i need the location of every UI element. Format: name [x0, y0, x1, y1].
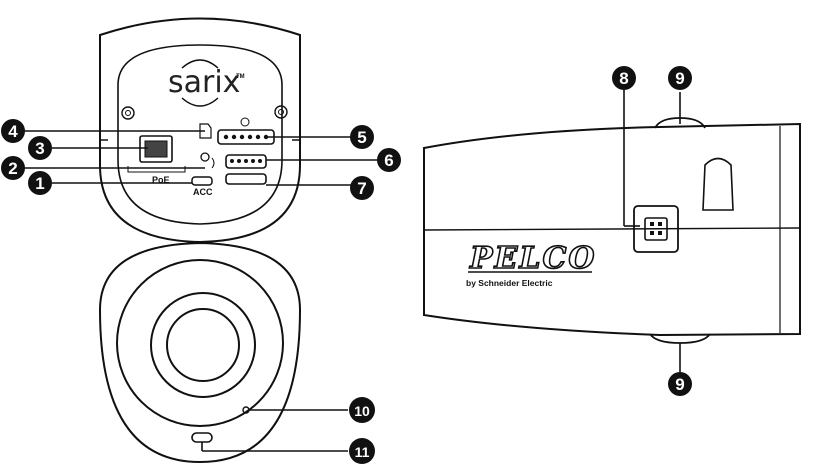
- svg-text:1: 1: [35, 174, 44, 193]
- reset-button: [200, 152, 210, 162]
- callout-4: 4: [1, 119, 25, 143]
- svg-text:9: 9: [675, 375, 684, 394]
- side-connector-inner: [644, 217, 668, 241]
- callout-10: 10: [349, 397, 375, 423]
- side-connector-outer: [633, 205, 679, 253]
- callout-leaders: [24, 90, 681, 452]
- side-connector-pins: [650, 222, 662, 235]
- callout-8: 8: [612, 66, 636, 90]
- svg-text:4: 4: [8, 122, 18, 141]
- sarix-logo-text: sarix: [168, 65, 240, 100]
- micro-usb-port: [191, 176, 213, 186]
- svg-text:7: 7: [357, 179, 366, 198]
- sarix-logo-arc-top: [181, 59, 219, 69]
- ground-symbol: [240, 117, 250, 127]
- pelco-subtitle: by Schneider Electric: [466, 278, 553, 288]
- svg-text:6: 6: [384, 151, 393, 170]
- lens-outer-ring: [116, 259, 284, 427]
- svg-text:3: 3: [35, 139, 44, 158]
- poe-bracket: [127, 166, 186, 173]
- sarix-logo-arc-bottom: [181, 97, 219, 107]
- svg-text:9: 9: [675, 69, 684, 88]
- alarm-terminal-block: [225, 154, 267, 169]
- screw-left-inner: [125, 110, 131, 116]
- lens-glass: [166, 308, 240, 382]
- side-seam-line: [423, 227, 801, 231]
- svg-text:2: 2: [8, 159, 17, 178]
- callout-6: 6: [377, 148, 401, 172]
- callout-2: 2: [1, 156, 25, 180]
- analog-connector: [225, 173, 267, 185]
- screw-right-inner: [278, 109, 284, 115]
- front-view: [98, 241, 302, 464]
- lens-mid-ring: [150, 292, 256, 398]
- callout-9-bottom: 9: [668, 372, 692, 396]
- svg-text:10: 10: [354, 403, 370, 419]
- acc-label: ACC: [193, 187, 213, 197]
- terminal-pins: [223, 134, 269, 163]
- alarm-symbol: [211, 157, 215, 169]
- svg-text:11: 11: [355, 444, 370, 460]
- callout-9-top: 9: [668, 66, 692, 90]
- front-housing-outline: [98, 241, 302, 464]
- callout-badges: 1 2 3 4 5 6 7 8 9 9 10 11: [1, 66, 692, 464]
- callout-7: 7: [350, 176, 374, 200]
- poe-label: PoE: [152, 175, 170, 185]
- callout-3: 3: [28, 136, 52, 160]
- svg-text:5: 5: [357, 128, 366, 147]
- callout-1: 1: [28, 171, 52, 195]
- side-vent-slot: [702, 157, 734, 211]
- callout-11: 11: [349, 438, 375, 464]
- sarix-trademark: TM: [236, 74, 245, 80]
- svg-text:8: 8: [619, 69, 628, 88]
- rj45-port-inner: [144, 140, 168, 158]
- callout-5: 5: [350, 125, 374, 149]
- screw-right: [274, 105, 288, 119]
- screw-left: [121, 106, 135, 120]
- side-view: [423, 117, 801, 344]
- sd-card-icon: [199, 123, 212, 139]
- rj45-port: [139, 135, 173, 163]
- pelco-logo-text: PELCO: [469, 241, 597, 276]
